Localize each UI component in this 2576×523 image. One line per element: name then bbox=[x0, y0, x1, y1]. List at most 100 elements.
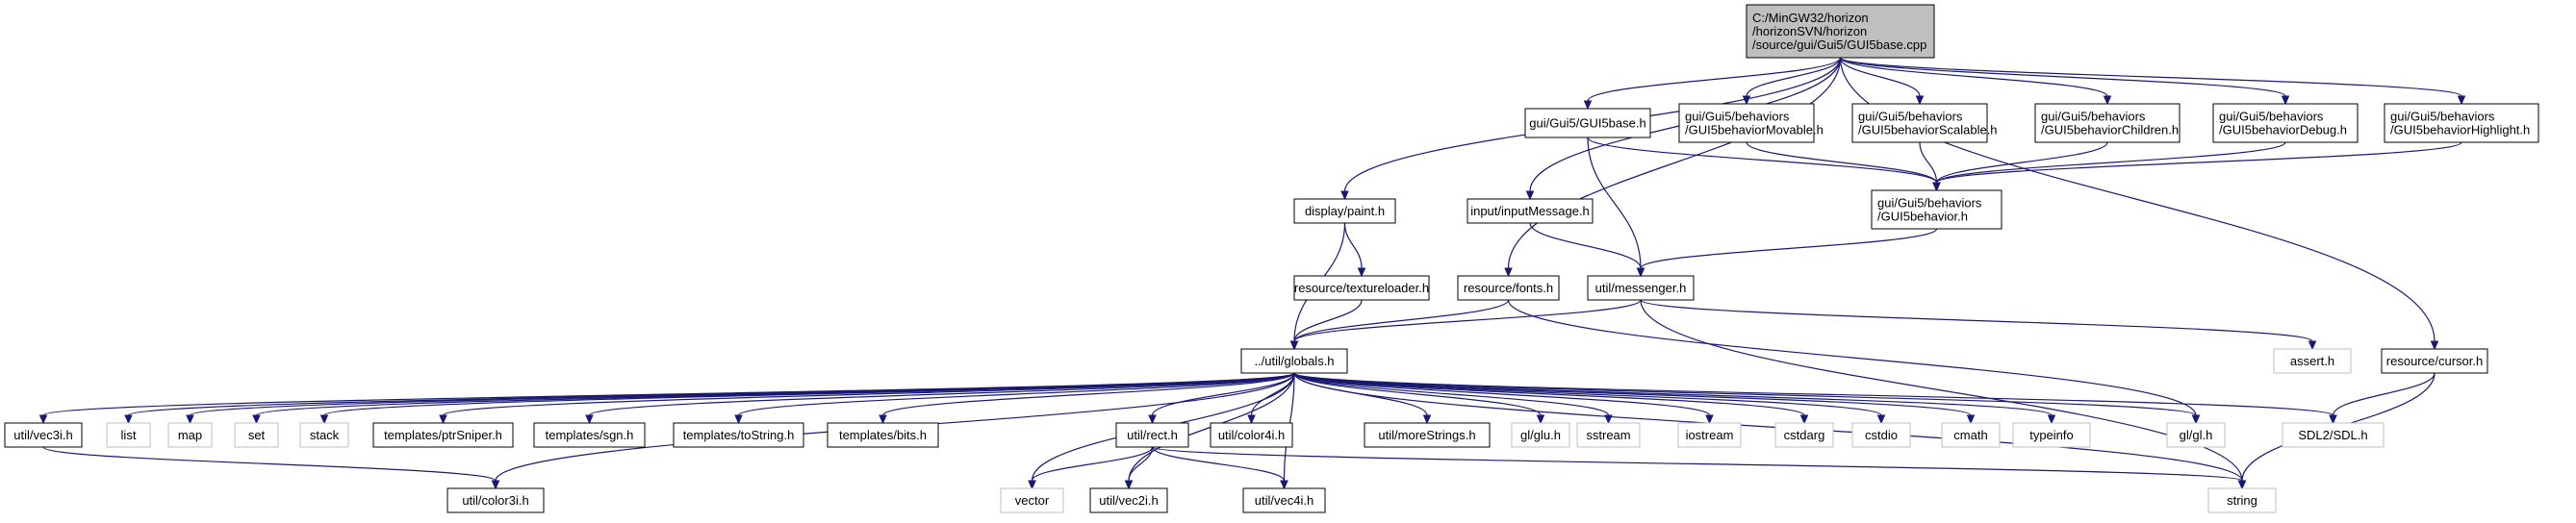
node-sgn[interactable]: templates/sgn.h bbox=[533, 422, 646, 448]
node-box bbox=[2381, 348, 2488, 374]
node-label: /GUI5behaviorChildren.h bbox=[2041, 123, 2179, 137]
edge-arrowhead bbox=[1636, 267, 1645, 278]
edge-arrowhead bbox=[1422, 414, 1432, 425]
edge-globals-to-bits bbox=[879, 372, 1295, 425]
edge-arrowhead bbox=[1280, 480, 1288, 490]
node-box bbox=[2212, 103, 2359, 143]
edge-line bbox=[1935, 141, 2462, 184]
node-box bbox=[1467, 198, 1594, 224]
node-morestrings[interactable]: util/moreStrings.h bbox=[1364, 422, 1491, 448]
edge-arrowhead bbox=[2047, 414, 2056, 425]
node-box bbox=[1210, 422, 1293, 448]
edge-fonts-to-glh bbox=[1507, 299, 2201, 425]
edge-rect-to-vector bbox=[1028, 446, 1154, 490]
node-label: list bbox=[121, 428, 137, 442]
node-box bbox=[1587, 275, 1695, 301]
edge-rect-to-vec4i bbox=[1151, 446, 1288, 490]
node-glh[interactable]: gl/gl.h bbox=[2166, 422, 2226, 448]
node-typeinfo[interactable]: typeinfo bbox=[2012, 422, 2091, 448]
node-paint[interactable]: display/paint.h bbox=[1293, 198, 1396, 224]
node-vec3i[interactable]: util/vec3i.h bbox=[4, 422, 83, 448]
node-set[interactable]: set bbox=[234, 422, 279, 448]
node-cstdarg[interactable]: cstdarg bbox=[1774, 422, 1834, 448]
edge-children-to-behavior bbox=[1932, 141, 2108, 192]
node-assert[interactable]: assert.h bbox=[2273, 348, 2352, 374]
node-label: util/vec4i.h bbox=[1255, 493, 1314, 508]
node-scalable[interactable]: gui/Gui5/behaviors/GUI5behaviorScalable.… bbox=[1851, 103, 1998, 143]
node-map[interactable]: map bbox=[167, 422, 213, 448]
node-label: cstdio bbox=[1865, 428, 1898, 442]
node-label: C:/MinGW32/horizon bbox=[1752, 11, 1869, 25]
node-inputmsg[interactable]: input/inputMessage.h bbox=[1467, 198, 1594, 224]
node-iostream[interactable]: iostream bbox=[1677, 422, 1742, 448]
node-glu[interactable]: gl/glu.h bbox=[1511, 422, 1570, 448]
edge-line bbox=[1529, 222, 1642, 269]
node-children[interactable]: gui/Gui5/behaviors/GUI5behaviorChildren.… bbox=[2034, 103, 2181, 143]
node-label: gui/Gui5/behaviors bbox=[2390, 110, 2495, 124]
node-ptrsniper[interactable]: templates/ptrSniper.h bbox=[372, 422, 514, 448]
node-bits[interactable]: templates/bits.h bbox=[827, 422, 939, 448]
node-vec4i[interactable]: util/vec4i.h bbox=[1242, 487, 1326, 513]
node-label: cmath bbox=[1953, 428, 1987, 442]
node-label: templates/ptrSniper.h bbox=[384, 428, 502, 442]
node-rect[interactable]: util/rect.h bbox=[1115, 422, 1189, 448]
node-cmath[interactable]: cmath bbox=[1941, 422, 2001, 448]
node-label: util/rect.h bbox=[1127, 428, 1178, 442]
node-tostring[interactable]: templates/toString.h bbox=[673, 422, 804, 448]
edge-arrowhead bbox=[2457, 95, 2466, 106]
edge-arrowhead bbox=[2237, 480, 2247, 490]
edge-arrowhead bbox=[1876, 414, 1886, 425]
edge-globals-to-typeinfo bbox=[1293, 372, 2056, 425]
node-label: gui/Gui5/behaviors bbox=[1858, 110, 1963, 124]
node-label: templates/bits.h bbox=[839, 428, 927, 442]
edge-arrowhead bbox=[124, 414, 133, 425]
node-box bbox=[2384, 103, 2539, 143]
edge-line bbox=[1151, 372, 1295, 416]
edge-root-to-highlight bbox=[1839, 57, 2466, 106]
node-label: map bbox=[178, 428, 202, 442]
edge-globals-to-iostream bbox=[1293, 372, 1714, 425]
node-color3i[interactable]: util/color3i.h bbox=[446, 487, 545, 513]
edge-globals-to-rect bbox=[1148, 372, 1295, 425]
edge-gui5base_h-to-messenger bbox=[1587, 137, 1645, 278]
node-label: /source/gui/Gui5/GUI5base.cpp bbox=[1752, 37, 1926, 52]
node-texloader[interactable]: resource/textureloader.h bbox=[1293, 275, 1430, 301]
node-box bbox=[446, 487, 545, 513]
node-globals[interactable]: ../util/globals.h bbox=[1240, 348, 1348, 374]
node-vec2i[interactable]: util/vec2i.h bbox=[1089, 487, 1168, 513]
node-box bbox=[1511, 422, 1570, 448]
node-label: gui/Gui5/behaviors bbox=[1877, 196, 1982, 211]
edge-globals-to-tostring bbox=[734, 372, 1295, 425]
edge-arrowhead bbox=[252, 414, 261, 425]
edge-messenger-to-globals bbox=[1289, 299, 1642, 351]
node-box bbox=[1089, 487, 1168, 513]
node-color4i[interactable]: util/color4i.h bbox=[1210, 422, 1293, 448]
node-messenger[interactable]: util/messenger.h bbox=[1587, 275, 1695, 301]
edge-arrowhead bbox=[1148, 414, 1157, 425]
edge-globals-to-glh bbox=[1293, 372, 2201, 425]
edge-arrowhead bbox=[2103, 95, 2112, 106]
edge-line bbox=[1507, 299, 2197, 416]
edge-arrowhead bbox=[1504, 267, 1513, 278]
node-sstream[interactable]: sstream bbox=[1576, 422, 1641, 448]
node-label: set bbox=[248, 428, 266, 442]
node-sdl[interactable]: SDL2/SDL.h bbox=[2282, 422, 2385, 448]
node-highlight[interactable]: gui/Gui5/behaviors/GUI5behaviorHighlight… bbox=[2384, 103, 2539, 143]
edge-arrowhead bbox=[1124, 480, 1134, 490]
node-string[interactable]: string bbox=[2207, 487, 2277, 513]
node-box bbox=[234, 422, 279, 448]
node-movable[interactable]: gui/Gui5/behaviors/GUI5behaviorMovable.h bbox=[1678, 103, 1824, 143]
node-vector[interactable]: vector bbox=[1000, 487, 1064, 513]
node-list[interactable]: list bbox=[106, 422, 151, 448]
edge-globals-to-sgn bbox=[585, 372, 1295, 425]
node-behavior[interactable]: gui/Gui5/behaviors/GUI5behavior.h bbox=[1871, 189, 2002, 230]
edge-line bbox=[1587, 137, 1642, 269]
node-cstdio[interactable]: cstdio bbox=[1851, 422, 1911, 448]
node-stack[interactable]: stack bbox=[299, 422, 349, 448]
node-gui5base_h[interactable]: gui/Gui5/GUI5base.h bbox=[1524, 108, 1651, 138]
node-fonts[interactable]: resource/fonts.h bbox=[1457, 275, 1560, 301]
node-cursor[interactable]: resource/cursor.h bbox=[2381, 348, 2488, 374]
node-debug[interactable]: gui/Gui5/behaviors/GUI5behaviorDebug.h bbox=[2212, 103, 2359, 143]
node-root[interactable]: C:/MinGW32/horizon/horizonSVN/horizon/so… bbox=[1746, 4, 1935, 59]
